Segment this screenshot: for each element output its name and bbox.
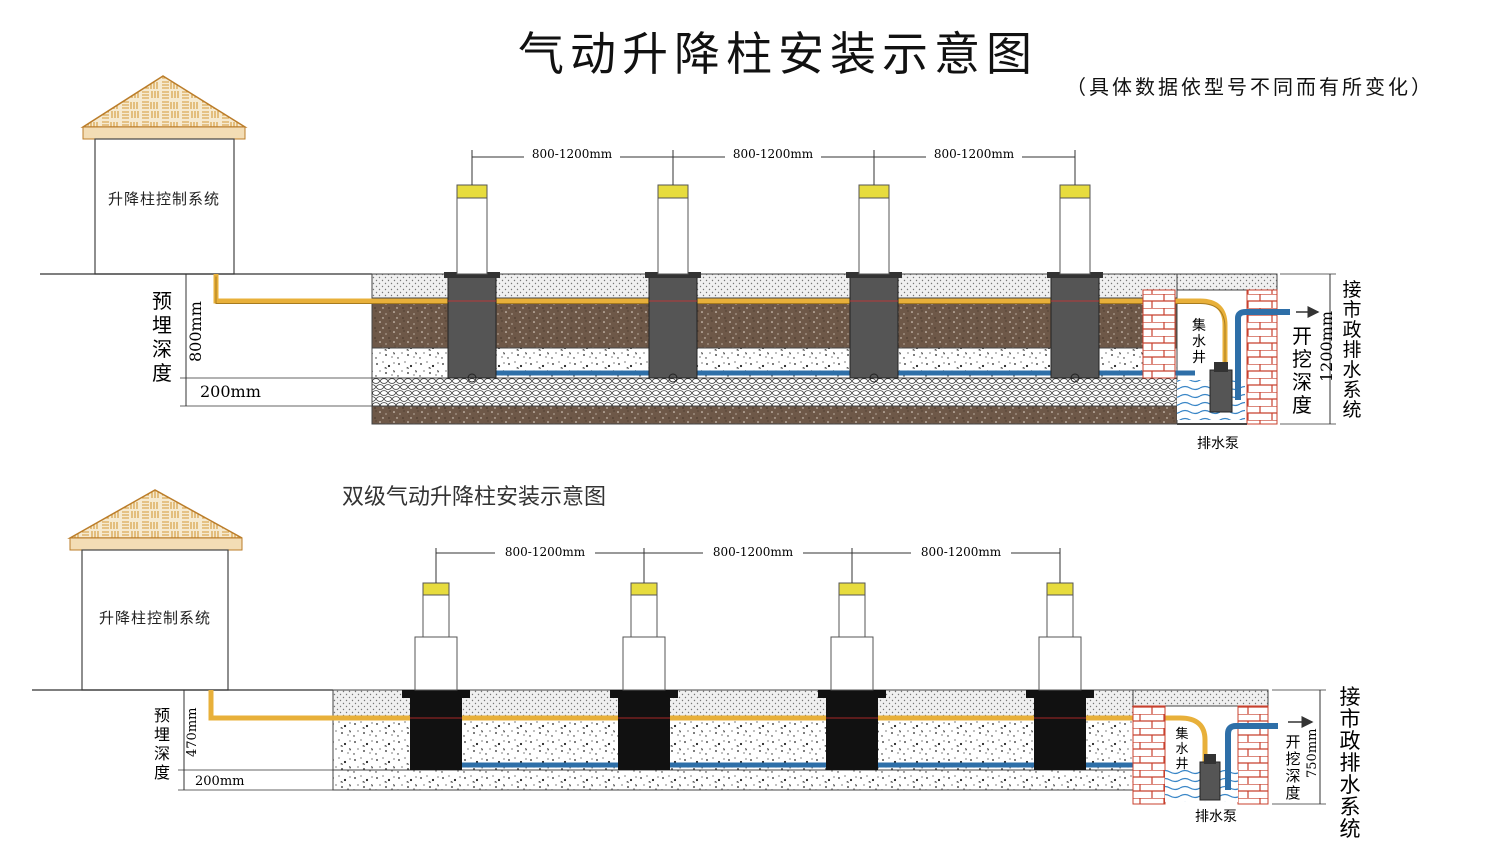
dig-char-b2: 挖 bbox=[1285, 750, 1300, 768]
gravel-layer bbox=[371, 377, 1178, 407]
drain-char-b6: 系 bbox=[1340, 795, 1361, 819]
top-diagram: 升降柱控制系统 bbox=[40, 75, 1362, 452]
depth-char-2: 埋 bbox=[152, 313, 172, 337]
dig-char-b1: 开 bbox=[1285, 733, 1300, 751]
bollard-1 bbox=[444, 184, 500, 383]
base-value-2: 200mm bbox=[195, 774, 244, 789]
collection-well-2: 集 水 井 排水泵 bbox=[1132, 689, 1278, 825]
depth-char-b2: 埋 bbox=[154, 725, 170, 744]
drain-char-b7: 统 bbox=[1340, 817, 1361, 841]
page-title: 气动升降柱安装示意图 bbox=[518, 27, 1038, 81]
bollard-3 bbox=[846, 184, 902, 383]
drain-char-5: 水 bbox=[1342, 359, 1361, 381]
drain-char-7: 统 bbox=[1342, 399, 1361, 421]
air-pipe-2 bbox=[208, 690, 1208, 770]
dig-char-3: 深 bbox=[1292, 370, 1312, 394]
well-char-3: 井 bbox=[1192, 350, 1206, 366]
dig-char-2: 挖 bbox=[1292, 347, 1312, 371]
depth-char-1: 预 bbox=[152, 289, 172, 313]
dig-char-b3: 深 bbox=[1285, 767, 1300, 785]
spacing-label-1: 800-1200mm bbox=[532, 147, 613, 161]
spacing-dimension: 800-1200mm 800-1200mm 800-1200mm bbox=[471, 146, 1076, 185]
well-char-b3: 井 bbox=[1175, 757, 1188, 772]
depth-value-2: 470mm bbox=[185, 708, 200, 757]
bollard-2 bbox=[645, 184, 701, 383]
base-value: 200mm bbox=[200, 382, 261, 401]
depth-char-3: 深 bbox=[152, 337, 172, 361]
dig-dimension-2: 开 挖 深 度 750mm bbox=[1272, 689, 1326, 805]
drain-char-b2: 市 bbox=[1340, 707, 1361, 731]
bollard-4 bbox=[1047, 184, 1103, 383]
section-2-title: 双级气动升降柱安装示意图 bbox=[342, 485, 606, 510]
depth-char-b1: 预 bbox=[154, 706, 170, 725]
drain-char-6: 系 bbox=[1342, 379, 1361, 401]
dig-value: 1200mm bbox=[1317, 311, 1336, 382]
control-house-2: 升降柱控制系统 bbox=[67, 489, 243, 691]
base-soil-layer bbox=[371, 405, 1178, 425]
spacing-label-b2: 800-1200mm bbox=[713, 545, 794, 559]
pump-label-2: 排水泵 bbox=[1195, 809, 1237, 825]
house-label: 升降柱控制系统 bbox=[108, 190, 220, 208]
well-char-2: 水 bbox=[1192, 334, 1206, 350]
control-house: 升降柱控制系统 bbox=[80, 75, 248, 275]
spacing-label-2: 800-1200mm bbox=[733, 147, 814, 161]
page-subtitle: （具体数据依型号不同而有所变化） bbox=[1066, 75, 1434, 99]
dig-dimension: 开 挖 深 度 1200mm bbox=[1280, 273, 1336, 425]
spacing-label-b1: 800-1200mm bbox=[505, 545, 586, 559]
spacing-dimension-2: 800-1200mm 800-1200mm 800-1200mm bbox=[435, 544, 1061, 583]
base-layer-2 bbox=[332, 769, 1134, 791]
drain-char-1: 接 bbox=[1342, 279, 1361, 301]
bollard-b1 bbox=[402, 582, 470, 770]
well-char-b1: 集 bbox=[1175, 726, 1188, 742]
drain-char-3: 政 bbox=[1342, 319, 1361, 341]
spacing-label-3: 800-1200mm bbox=[934, 147, 1015, 161]
collection-well: 集 水 井 排水泵 bbox=[1142, 273, 1290, 452]
bollard-b3 bbox=[818, 582, 886, 770]
depth-char-b4: 度 bbox=[154, 763, 170, 782]
depth-dimension: 预 埋 深 度 800mm 200mm bbox=[152, 274, 372, 407]
dig-char-1: 开 bbox=[1292, 324, 1312, 348]
drain-char-b1: 接 bbox=[1340, 685, 1361, 709]
drain-system-label-2: 接 市 政 排 水 系 统 bbox=[1340, 685, 1361, 841]
dig-char-b4: 度 bbox=[1285, 784, 1300, 802]
dig-char-4: 度 bbox=[1292, 393, 1312, 417]
drain-char-b3: 政 bbox=[1340, 729, 1361, 753]
depth-char-4: 度 bbox=[152, 361, 172, 385]
drain-char-b5: 水 bbox=[1340, 773, 1361, 797]
surface-layer bbox=[371, 273, 1178, 299]
drain-system-label: 接 市 政 排 水 系 统 bbox=[1342, 279, 1361, 421]
bollard-b4 bbox=[1026, 582, 1094, 770]
dig-value-2: 750mm bbox=[1305, 729, 1320, 778]
spacing-label-b3: 800-1200mm bbox=[921, 545, 1002, 559]
depth-value: 800mm bbox=[186, 301, 205, 362]
bollard-b2 bbox=[610, 582, 678, 770]
drain-char-2: 市 bbox=[1342, 299, 1361, 321]
house-label-2: 升降柱控制系统 bbox=[99, 609, 211, 627]
drain-char-b4: 排 bbox=[1340, 751, 1361, 775]
bottom-diagram: 升降柱控制系统 bbox=[32, 489, 1361, 841]
well-char-1: 集 bbox=[1192, 317, 1206, 334]
well-char-b2: 水 bbox=[1175, 742, 1188, 757]
pump-label: 排水泵 bbox=[1197, 436, 1239, 452]
drain-char-4: 排 bbox=[1342, 339, 1361, 361]
depth-char-b3: 深 bbox=[154, 744, 170, 763]
depth-dimension-2: 预 埋 深 度 470mm 200mm bbox=[154, 690, 333, 791]
